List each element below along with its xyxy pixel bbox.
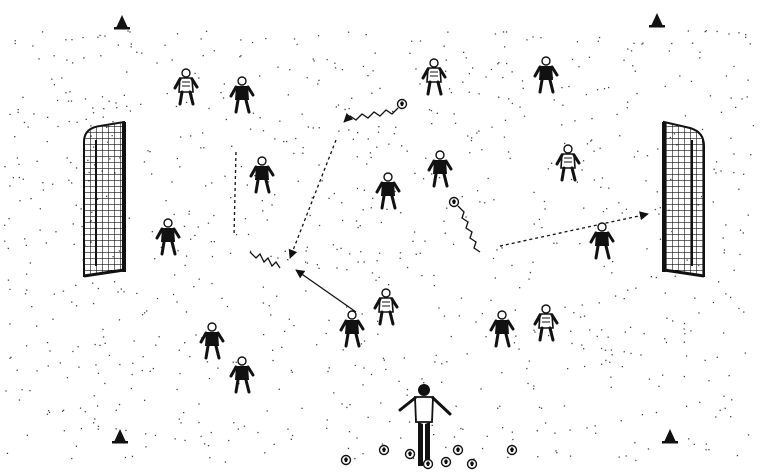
player-figure-icon [341, 311, 363, 346]
player-figure-icon [231, 357, 253, 392]
right-goal-icon [664, 122, 704, 276]
cone-icon [112, 429, 128, 444]
player-figure-icon [377, 173, 399, 208]
pass-arrow [296, 270, 356, 312]
players [157, 57, 613, 392]
ball-icon [406, 450, 415, 459]
ball-icon [342, 456, 351, 465]
ball-icon [468, 460, 477, 469]
player-figure-icon [535, 305, 557, 340]
ball-icon [424, 460, 433, 469]
player-figure-icon [429, 151, 451, 186]
cone-icon [649, 13, 665, 28]
cone-icon [114, 15, 130, 30]
player-figure-icon [231, 77, 253, 112]
pass-arrow [234, 152, 236, 236]
player-figure-icon [375, 289, 397, 324]
player-figure-icon [591, 223, 613, 258]
left-goal-icon [84, 122, 124, 276]
player-figure-icon [423, 59, 445, 94]
ball-icon [454, 446, 463, 455]
player-figure-icon [201, 323, 223, 358]
dribble-zigzag [344, 108, 398, 122]
ball-icon [442, 458, 451, 467]
ball-icon [398, 100, 407, 109]
player-figure-icon [157, 219, 179, 254]
player-figure-icon [535, 57, 557, 92]
player-figure-icon [557, 145, 579, 180]
ball-icon [450, 198, 459, 207]
dribble-zigzag [458, 206, 480, 252]
ball-icon [380, 446, 389, 455]
ball-icon [508, 446, 517, 455]
dribble-paths [250, 108, 480, 268]
player-figure-icon [251, 157, 273, 192]
dribble-zigzag [250, 252, 280, 268]
cone-icon [662, 429, 678, 444]
player-figure-icon [491, 311, 513, 346]
pass-arrow [500, 214, 648, 246]
player-figure-icon [175, 69, 197, 104]
